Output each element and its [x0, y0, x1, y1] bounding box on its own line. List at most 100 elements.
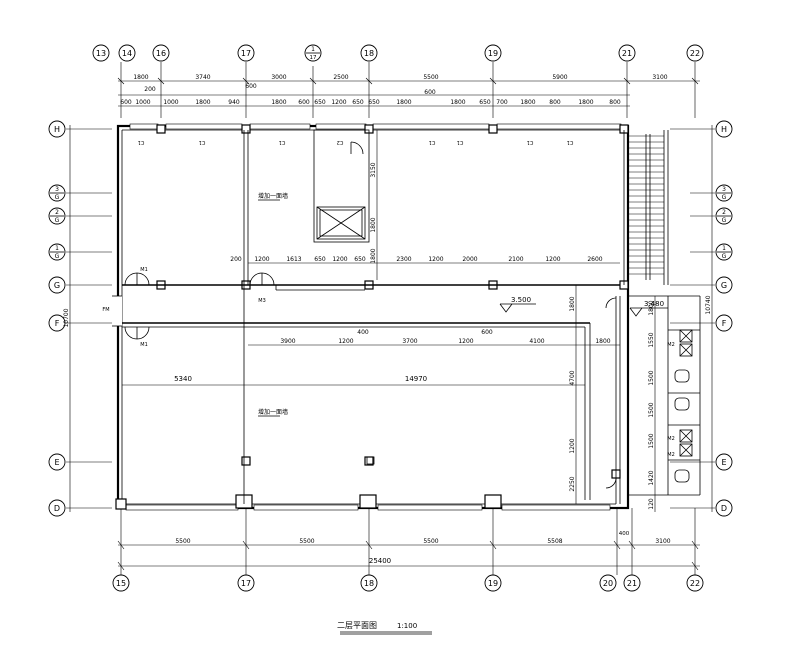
top-dim2-1: 200 [144, 86, 156, 93]
axis-bubbles-right: H 3 G 2 G 1 G G F E D [715, 120, 733, 517]
axis-bubbles-top: 13 14 16 17 1 17 18 19 21 22 [92, 44, 704, 62]
tag-c1-a: C1 [138, 139, 145, 145]
vert-right-4: 2250 [569, 476, 576, 491]
top-dim-6: 5900 [552, 74, 567, 81]
axis-21: 21 [622, 49, 632, 58]
axis-16: 16 [156, 49, 166, 58]
span-14970: 14970 [405, 375, 427, 383]
top-dim3-11: 650 [368, 99, 380, 106]
top-dim-3: 3000 [271, 74, 286, 81]
top-dim3-16: 1800 [520, 99, 535, 106]
tag-fm: FM [102, 307, 109, 313]
axis-D-right: D [721, 504, 727, 513]
axis-1G-left: 1 [55, 245, 59, 252]
axis-21-bottom: 21 [627, 579, 637, 588]
mid-dim-12: 2600 [587, 256, 602, 263]
bottom-dim-6: 3100 [655, 538, 670, 545]
axis-2G-right: 2 [722, 209, 726, 216]
level-markers: 3.500 3.480 [499, 296, 668, 317]
drawing-title-block: 二层平面图 1:100 [337, 621, 432, 635]
top-dim3-7: 600 [298, 99, 310, 106]
tag-c1-c: C1 [279, 139, 286, 145]
axis-18-bottom: 18 [364, 579, 374, 588]
vert-upper-1: 3150 [370, 162, 377, 177]
mid3-dim-5: 4100 [529, 338, 544, 345]
tag-c1-b: C1 [199, 139, 206, 145]
drawing-scale: 1:100 [397, 622, 417, 630]
axis-3G-right: 3 [722, 186, 726, 193]
tag-c2: C2 [337, 139, 344, 145]
axis-bubbles-left: H 3 G 2 G 1 G G F E D [48, 120, 66, 517]
mid-dim-2: 1200 [254, 256, 269, 263]
top-dim3-17: 800 [549, 99, 561, 106]
top-dim3-13: 1800 [450, 99, 465, 106]
vert-toilet-6: 1420 [648, 470, 655, 485]
toilet-fixtures [366, 329, 693, 483]
axis-H-right: H [721, 125, 727, 134]
top-dim-ticks [117, 77, 699, 85]
top-dim3-14: 650 [479, 99, 491, 106]
vert-right-3: 1200 [569, 438, 576, 453]
tag-c1-f: C1 [527, 139, 534, 145]
span-5340: 5340 [174, 375, 192, 383]
top-dim3-6: 1800 [271, 99, 286, 106]
axis-18: 18 [364, 49, 374, 58]
axis-D-left: D [54, 504, 60, 513]
tag-m2-b: M2 [667, 436, 675, 442]
top-dim2-3: 600 [424, 89, 436, 96]
axis-H-left: H [54, 125, 60, 134]
axis-2G-left-sub: G [55, 217, 60, 224]
tag-c1-d: C1 [429, 139, 436, 145]
drawing-title: 二层平面图 [337, 621, 377, 630]
room-note-upper: 增加一面墙 [258, 192, 288, 200]
room-note-lower: 增加一面墙 [258, 408, 288, 416]
mid3-dim-1: 3900 [280, 338, 295, 345]
axis-1G-right-sub: G [722, 253, 727, 260]
vert-upper-3: 1800 [370, 248, 377, 263]
mid-dim-9: 2000 [462, 256, 477, 263]
axis-F-left: F [55, 319, 60, 328]
top-dim3-1: 600 [120, 99, 132, 106]
axis-15-bottom: 15 [116, 579, 126, 588]
top-dim3-10: 650 [352, 99, 364, 106]
tag-m1-b: M1 [140, 342, 148, 348]
right-total-dim: 10740 [705, 295, 712, 314]
mid2-dim-1: 400 [357, 329, 369, 336]
top-dim2-2: 600 [245, 83, 257, 90]
axis-bubbles-bottom: 15 17 18 19 20 21 22 [112, 574, 704, 592]
bottom-dim-3: 5500 [423, 538, 438, 545]
top-dim3-2: 1000 [135, 99, 150, 106]
bottom-dim-2: 5500 [299, 538, 314, 545]
top-dim3-18: 1800 [578, 99, 593, 106]
top-dim-7: 3100 [652, 74, 667, 81]
axis-3G-left: 3 [55, 186, 59, 193]
vert-right-2: 4700 [569, 370, 576, 385]
axis-E-left: E [54, 458, 59, 467]
vert-upper-2: 1800 [370, 217, 377, 232]
axis-G-left: G [54, 281, 60, 290]
columns [115, 124, 629, 510]
tag-m3: M3 [258, 298, 266, 304]
top-dim-5: 5500 [423, 74, 438, 81]
mid2-dim-2: 600 [481, 329, 493, 336]
mid-dim-3: 1613 [286, 256, 301, 263]
grid-lines [66, 62, 715, 575]
tag-m2: M2 [667, 342, 675, 348]
mid3-dim-2: 1200 [338, 338, 353, 345]
top-dim3-9: 1200 [331, 99, 346, 106]
top-dim3-15: 700 [496, 99, 508, 106]
axis-17-bottom: 17 [241, 579, 251, 588]
vert-toilet-3: 1500 [648, 370, 655, 385]
axis-1-17: 1 [311, 46, 315, 53]
axis-F-right: F [722, 319, 727, 328]
tag-m2-c: M2 [667, 452, 675, 458]
top-dim-4: 2500 [333, 74, 348, 81]
top-dim3-8: 650 [314, 99, 326, 106]
axis-2G-right-sub: G [722, 217, 727, 224]
axis-22: 22 [690, 49, 700, 58]
mid3-dim-3: 3700 [402, 338, 417, 345]
vert-toilet-5: 1500 [648, 433, 655, 448]
mid-dim-1: 200 [230, 256, 242, 263]
tag-m1-a: M1 [140, 267, 148, 273]
